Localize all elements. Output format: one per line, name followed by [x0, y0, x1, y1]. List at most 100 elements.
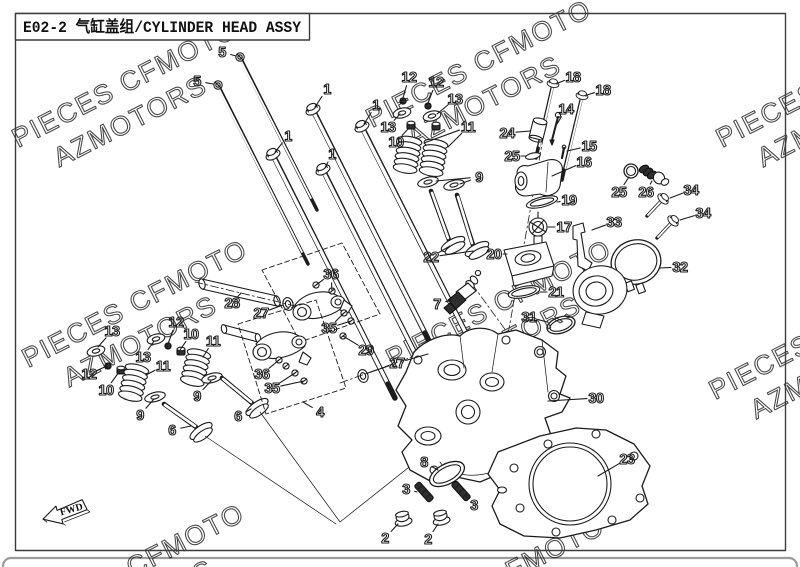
leader-line	[557, 79, 566, 84]
callout-6: 6	[168, 423, 176, 439]
callout-8: 8	[420, 455, 428, 471]
leader-line	[432, 523, 439, 533]
callout-21: 21	[548, 285, 564, 301]
callout-27: 27	[253, 306, 269, 322]
valve-install-leader	[204, 435, 337, 525]
callout-16: 16	[576, 155, 592, 171]
rocker-screw	[282, 362, 290, 370]
leader-line	[145, 369, 156, 376]
callout-5: 5	[218, 45, 226, 61]
leader-line	[334, 312, 345, 323]
callout-10: 10	[388, 135, 404, 151]
flange-bolt-34b	[655, 212, 682, 240]
leader-line	[315, 278, 325, 286]
callout-13: 13	[104, 324, 120, 340]
leader-line	[110, 371, 120, 384]
leader-line	[363, 112, 372, 125]
leader-line	[205, 82, 214, 85]
callout-13: 13	[447, 92, 463, 108]
callout-5: 5	[193, 74, 201, 90]
thermostat-housing-20	[503, 241, 555, 287]
callout-25: 25	[504, 149, 520, 165]
stud-18b	[560, 89, 590, 182]
callout-1: 1	[372, 98, 380, 114]
callout-12: 12	[168, 315, 184, 331]
callout-35: 35	[264, 381, 280, 397]
leader-line	[436, 104, 449, 115]
callout-26: 26	[638, 185, 654, 201]
leader-line	[278, 372, 296, 384]
leader-line	[145, 398, 155, 409]
thermostat-stack	[503, 77, 590, 341]
leader-line	[669, 192, 684, 199]
valve-keeper	[424, 102, 432, 110]
callout-10: 10	[183, 327, 199, 343]
leader-line	[324, 161, 329, 169]
leader-line	[405, 353, 429, 362]
callout-12: 12	[428, 75, 444, 91]
callout-34: 34	[695, 206, 711, 222]
leader-line	[591, 224, 607, 231]
page-border	[14, 12, 787, 552]
callout-2: 2	[381, 531, 389, 547]
stud-head	[235, 52, 245, 62]
head-bolt-1c	[262, 145, 398, 401]
callout-25: 25	[611, 185, 627, 201]
temp-sensor-26	[638, 164, 670, 186]
leader-line	[423, 129, 461, 144]
leader-line	[547, 398, 588, 402]
leader-line	[268, 304, 284, 311]
callout-20: 20	[486, 247, 502, 263]
callout-32: 32	[672, 260, 688, 276]
stud-bolt-5a	[235, 52, 319, 212]
leader-line	[202, 348, 209, 358]
callout-18: 18	[565, 70, 581, 86]
valve-group-left	[85, 331, 429, 525]
callout-28: 28	[224, 296, 240, 312]
leader-line	[586, 92, 595, 96]
callout-2: 2	[424, 532, 432, 548]
valve-22b	[454, 192, 490, 260]
flange-bolt-34a	[645, 190, 672, 218]
callout-24: 24	[499, 126, 515, 142]
callout-34: 34	[683, 183, 699, 199]
leader-line	[274, 142, 283, 153]
intake-adapter-tube	[572, 265, 628, 329]
leader-line	[414, 490, 418, 493]
valve-install-leader	[259, 411, 429, 523]
assembly-dashed-box	[261, 242, 381, 343]
callout-4: 4	[316, 405, 324, 421]
callout-3: 3	[470, 498, 478, 514]
leader-line	[431, 465, 439, 471]
leader-line	[402, 85, 408, 99]
callout-22: 22	[423, 250, 439, 266]
leader-line	[96, 365, 108, 371]
leader-line	[302, 401, 313, 408]
tappet-cap-24	[528, 117, 548, 143]
callout-13: 13	[135, 350, 151, 366]
footer-band	[1, 556, 799, 567]
leader-line	[97, 337, 107, 348]
callout-9: 9	[193, 389, 201, 405]
spring-seat	[416, 174, 440, 190]
leader-line	[401, 127, 410, 136]
bolt-head	[302, 100, 323, 118]
bolt-head	[262, 145, 283, 163]
title-box	[14, 12, 311, 41]
leader-line	[566, 147, 581, 152]
bracket-33	[572, 222, 593, 272]
leader-line	[237, 292, 242, 297]
o-ring-31	[546, 315, 576, 335]
callout-11: 11	[206, 334, 221, 350]
valve-6a	[161, 401, 213, 443]
leader-line	[390, 523, 399, 532]
callout-6: 6	[234, 409, 242, 425]
leader-line	[537, 318, 548, 323]
callout-35: 35	[321, 321, 337, 337]
leader-line	[230, 53, 237, 57]
valve-6b	[219, 375, 269, 419]
assembly-dashed-box	[237, 299, 347, 415]
